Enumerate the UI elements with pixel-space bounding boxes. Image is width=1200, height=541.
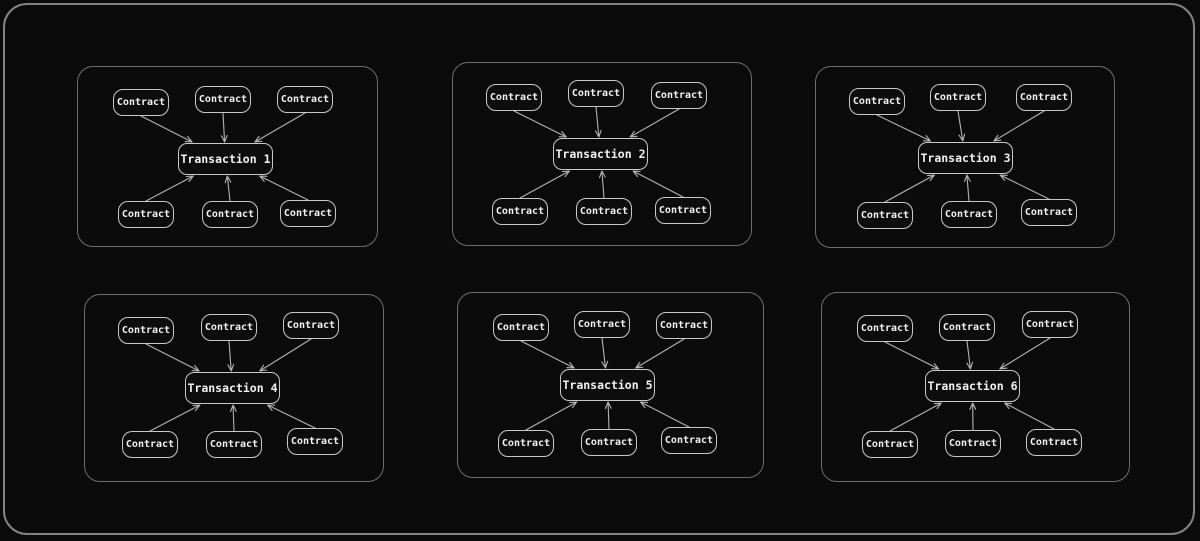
contract-node: Contract xyxy=(930,84,986,111)
contract-node: Contract xyxy=(857,315,913,342)
transaction-node: Transaction 4 xyxy=(185,372,280,404)
contract-node: Contract xyxy=(576,198,632,225)
contract-node: Contract xyxy=(118,201,174,228)
contract-node: Contract xyxy=(195,86,251,113)
contract-node: Contract xyxy=(280,200,336,227)
transaction-node: Transaction 1 xyxy=(178,143,273,175)
contract-node: Contract xyxy=(1026,429,1082,456)
contract-node: Contract xyxy=(656,312,712,339)
contract-node: Contract xyxy=(206,431,262,458)
contract-node: Contract xyxy=(862,431,918,458)
contract-node: Contract xyxy=(113,89,169,116)
transaction-node: Transaction 5 xyxy=(560,369,655,401)
contract-node: Contract xyxy=(1021,199,1077,226)
contract-node: Contract xyxy=(651,82,707,109)
contract-node: Contract xyxy=(945,430,1001,457)
contract-node: Contract xyxy=(277,86,333,113)
contract-node: Contract xyxy=(493,314,549,341)
contract-node: Contract xyxy=(1016,84,1072,111)
contract-node: Contract xyxy=(492,198,548,225)
contract-node: Contract xyxy=(498,430,554,457)
contract-node: Contract xyxy=(574,311,630,338)
contract-node: Contract xyxy=(661,427,717,454)
contract-node: Contract xyxy=(201,314,257,341)
contract-node: Contract xyxy=(283,312,339,339)
transaction-node: Transaction 6 xyxy=(925,370,1020,402)
contract-node: Contract xyxy=(857,202,913,229)
contract-node: Contract xyxy=(1022,311,1078,338)
contract-node: Contract xyxy=(202,201,258,228)
contract-node: Contract xyxy=(568,80,624,107)
contract-node: Contract xyxy=(118,317,174,344)
contract-node: Contract xyxy=(655,197,711,224)
outer-frame xyxy=(3,3,1195,535)
contract-node: Contract xyxy=(581,429,637,456)
contract-node: Contract xyxy=(287,428,343,455)
contract-node: Contract xyxy=(941,201,997,228)
contract-node: Contract xyxy=(849,88,905,115)
contract-node: Contract xyxy=(122,431,178,458)
transaction-node: Transaction 2 xyxy=(553,138,648,170)
contract-node: Contract xyxy=(486,84,542,111)
transaction-node: Transaction 3 xyxy=(918,142,1013,174)
contract-node: Contract xyxy=(939,314,995,341)
